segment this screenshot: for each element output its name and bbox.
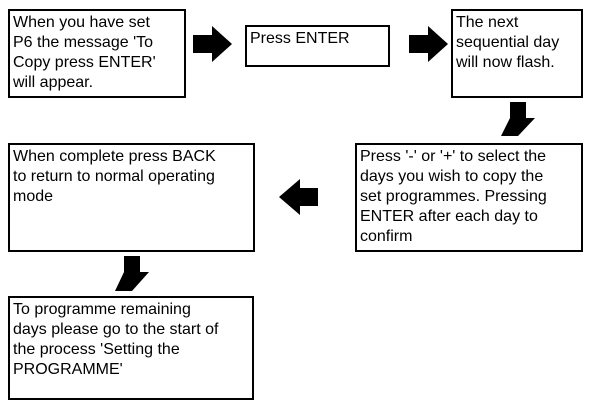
- step-1-text: When you have set P6 the message 'To Cop…: [13, 14, 156, 91]
- arrow-right-icon: [409, 26, 448, 62]
- step-1-box: When you have set P6 the message 'To Cop…: [8, 9, 186, 98]
- step-6-text: To programme remaining days please go to…: [13, 301, 219, 378]
- step-4-text: Press '-' or '+' to select the days you …: [360, 148, 547, 245]
- step-5-box: When complete press BACK to return to no…: [8, 143, 255, 252]
- arrow-down-icon: [501, 102, 535, 136]
- arrow-left-icon: [279, 179, 318, 215]
- step-3-text: The next sequential day will now flash.: [456, 14, 560, 71]
- step-6-box: To programme remaining days please go to…: [8, 296, 254, 400]
- step-2-text: Press ENTER: [250, 30, 350, 47]
- arrow-down-icon: [115, 256, 149, 291]
- step-4-box: Press '-' or '+' to select the days you …: [355, 143, 583, 252]
- step-2-box: Press ENTER: [245, 25, 390, 67]
- step-5-text: When complete press BACK to return to no…: [13, 148, 216, 205]
- step-3-box: The next sequential day will now flash.: [451, 9, 583, 98]
- arrow-right-icon: [193, 26, 232, 62]
